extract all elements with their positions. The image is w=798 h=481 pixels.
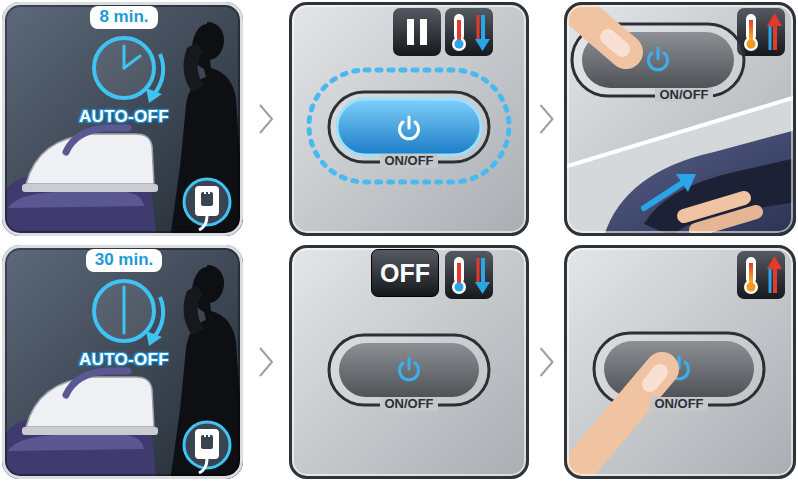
step-panel: AUTO-OFF 30 min. bbox=[2, 245, 243, 479]
step-panel: AUTO-OFF 8 min. bbox=[2, 2, 243, 236]
panel-1-art bbox=[2, 2, 243, 236]
panel-2-art bbox=[289, 2, 529, 236]
timer-label: 30 min. bbox=[86, 249, 163, 272]
timer-text: 30 min. bbox=[95, 250, 154, 269]
button-label: ON/OFF bbox=[380, 154, 437, 168]
step-chevron bbox=[260, 105, 272, 133]
step-panel: ON/OFF bbox=[564, 245, 796, 479]
step-panel: ON/OFF bbox=[564, 2, 796, 236]
step-panel: ON/OFF bbox=[289, 2, 529, 236]
timer-label: 8 min. bbox=[90, 6, 157, 29]
panel-6-art bbox=[564, 245, 796, 479]
step-chevron bbox=[541, 348, 553, 376]
off-badge: OFF bbox=[371, 249, 439, 297]
step-chevron bbox=[260, 348, 272, 376]
panel-3-art bbox=[564, 2, 796, 236]
auto-off-label: AUTO-OFF bbox=[79, 108, 169, 127]
timer-text: 8 min. bbox=[99, 7, 148, 26]
panel-4-art bbox=[2, 245, 243, 479]
button-label: ON/OFF bbox=[650, 397, 707, 411]
step-panel: ON/OFF OFF bbox=[289, 245, 529, 479]
panel-5-art bbox=[289, 245, 529, 479]
status-text: OFF bbox=[380, 261, 430, 286]
button-label: ON/OFF bbox=[380, 397, 437, 411]
auto-off-label: AUTO-OFF bbox=[79, 351, 169, 370]
button-label: ON/OFF bbox=[655, 88, 712, 102]
step-chevron bbox=[541, 105, 553, 133]
